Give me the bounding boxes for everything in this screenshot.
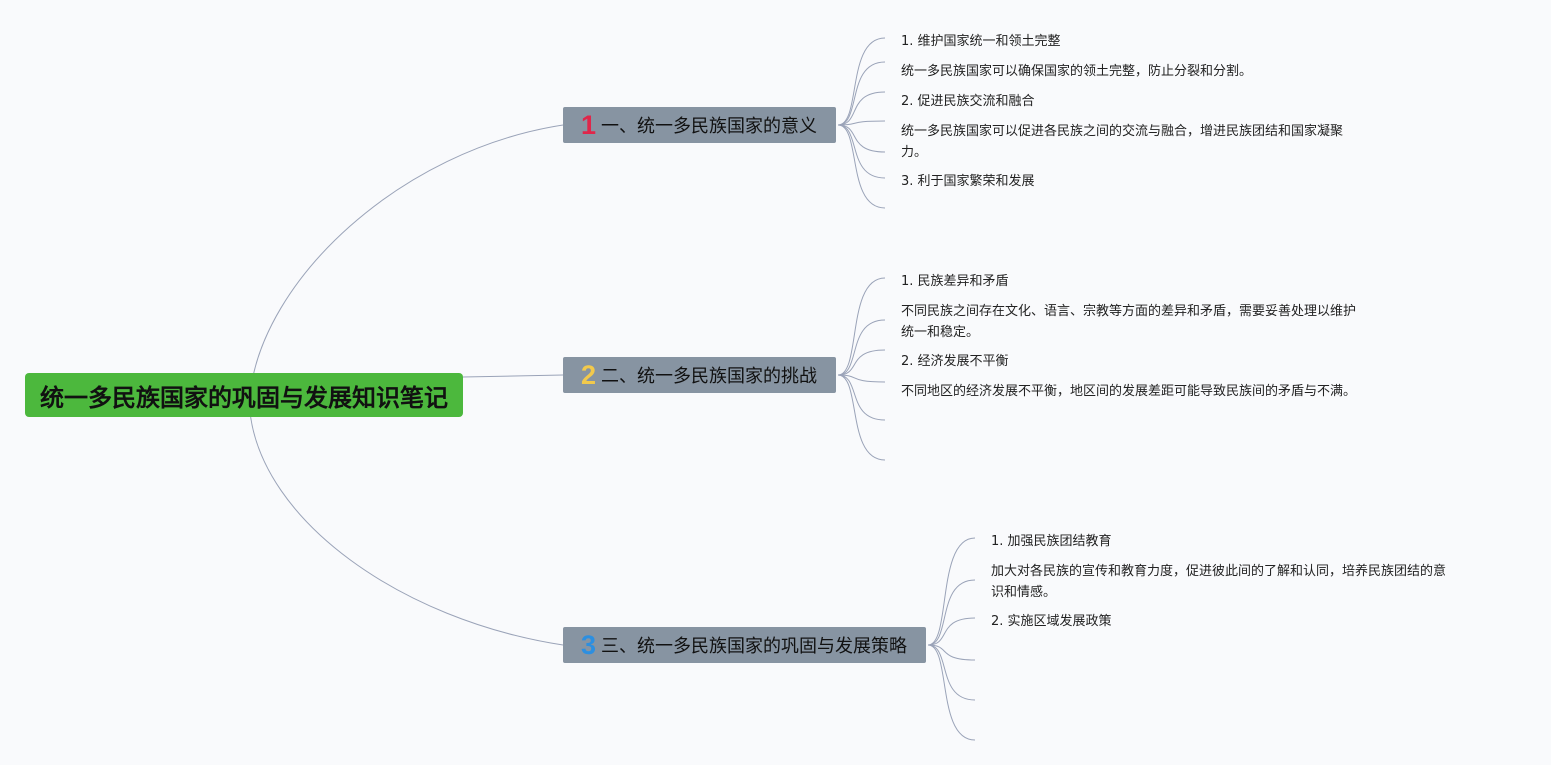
topic-label-2: 二、统一多民族国家的挑战 bbox=[601, 366, 818, 386]
topic-1-branch-line-2 bbox=[837, 91, 886, 126]
leaf-node[interactable]: 不同民族之间存在文化、语言、宗教等方面的差异和矛盾，需要妥善处理以维护 统一和稳… bbox=[901, 301, 1356, 343]
leaf-text: 3. 利于国家繁荣和发展 bbox=[901, 174, 1035, 189]
leaf-text: 统一多民族国家可以确保国家的领土完整，防止分裂和分割。 bbox=[901, 64, 1253, 79]
topic-2-branch-line-4 bbox=[837, 374, 886, 421]
root-to-topic-1-line bbox=[249, 124, 564, 396]
topic-label-3: 三、统一多民族国家的巩固与发展策略 bbox=[601, 636, 908, 656]
leaf-text: 2. 经济发展不平衡 bbox=[901, 354, 1009, 369]
leaf-node[interactable]: 2. 实施区域发展政策 bbox=[991, 611, 1112, 632]
leaf-node[interactable]: 2. 经济发展不平衡 bbox=[901, 351, 1009, 372]
topic-3-branch-line-4 bbox=[927, 644, 976, 701]
root-title: 统一多民族国家的巩固与发展知识笔记 bbox=[40, 384, 448, 412]
leaf-text: 不同民族之间存在文化、语言、宗教等方面的差异和矛盾，需要妥善处理以维护 bbox=[901, 304, 1357, 319]
leaf-node[interactable]: 1. 加强民族团结教育 bbox=[991, 531, 1112, 552]
topic-number-1: 1 bbox=[581, 109, 597, 140]
topic-2-branch-line-2 bbox=[837, 349, 886, 376]
root-to-topic-2-line bbox=[462, 374, 564, 378]
leaf-node[interactable]: 统一多民族国家可以促进各民族之间的交流与融合，增进民族团结和国家凝聚 力。 bbox=[901, 121, 1343, 163]
leaf-text: 不同地区的经济发展不平衡，地区间的发展差距可能导致民族间的矛盾与不满。 bbox=[901, 384, 1357, 399]
topic-2-branch-line-1 bbox=[837, 319, 886, 376]
leaf-text: 1. 维护国家统一和领土完整 bbox=[901, 34, 1061, 49]
topic-node-2[interactable]: 2 二、统一多民族国家的挑战 bbox=[563, 357, 836, 393]
topic-label-1: 一、统一多民族国家的意义 bbox=[601, 116, 818, 136]
topic-1-branch-line-0 bbox=[837, 37, 886, 126]
topic-2-branch-line-3 bbox=[837, 374, 886, 383]
leaf-node[interactable]: 3. 利于国家繁荣和发展 bbox=[901, 171, 1035, 192]
topic-number-3: 3 bbox=[581, 629, 597, 660]
topic-1-branch-line-1 bbox=[837, 61, 886, 126]
topic-node-3[interactable]: 3 三、统一多民族国家的巩固与发展策略 bbox=[563, 627, 926, 663]
topic-1-branch-line-6 bbox=[837, 124, 886, 209]
leaf-text: 加大对各民族的宣传和教育力度，促进彼此间的了解和认同，培养民族团结的意 bbox=[991, 564, 1447, 579]
leaf-text: 1. 加强民族团结教育 bbox=[991, 534, 1112, 549]
root-node[interactable]: 统一多民族国家的巩固与发展知识笔记 bbox=[25, 373, 463, 417]
topic-1-branch-line-3 bbox=[837, 120, 886, 126]
topic-2-branch-line-0 bbox=[837, 277, 886, 376]
leaf-text: 2. 促进民族交流和融合 bbox=[901, 94, 1035, 109]
topic-number-2: 2 bbox=[581, 359, 597, 390]
leaf-text: 2. 实施区域发展政策 bbox=[991, 614, 1112, 629]
leaf-text-continued: 力。 bbox=[901, 145, 928, 160]
leaf-node[interactable]: 不同地区的经济发展不平衡，地区间的发展差距可能导致民族间的矛盾与不满。 bbox=[901, 381, 1356, 402]
root-to-topic-3-line bbox=[249, 411, 564, 646]
topic-3-branch-line-1 bbox=[927, 579, 976, 646]
topic-node-1[interactable]: 1 一、统一多民族国家的意义 bbox=[563, 107, 836, 143]
topic-3-branch-line-0 bbox=[927, 537, 976, 646]
topic-3-branch-line-2 bbox=[927, 617, 976, 646]
leaf-node[interactable]: 1. 民族差异和矛盾 bbox=[901, 271, 1009, 292]
topic-1-branch-line-5 bbox=[837, 124, 886, 179]
leaf-node[interactable]: 2. 促进民族交流和融合 bbox=[901, 91, 1035, 112]
topic-2-branch-line-5 bbox=[837, 374, 886, 461]
leaf-node[interactable]: 1. 维护国家统一和领土完整 bbox=[901, 31, 1061, 52]
leaf-text-continued: 识和情感。 bbox=[991, 585, 1057, 600]
leaf-node[interactable]: 统一多民族国家可以确保国家的领土完整，防止分裂和分割。 bbox=[901, 61, 1252, 82]
topic-3-branch-line-5 bbox=[927, 644, 976, 741]
topic-1-branch-line-4 bbox=[837, 124, 886, 153]
leaf-text: 统一多民族国家可以促进各民族之间的交流与融合，增进民族团结和国家凝聚 bbox=[901, 124, 1344, 139]
topic-3-branch-line-3 bbox=[927, 644, 976, 661]
leaf-text: 1. 民族差异和矛盾 bbox=[901, 274, 1009, 289]
leaf-node[interactable]: 加大对各民族的宣传和教育力度，促进彼此间的了解和认同，培养民族团结的意 识和情感… bbox=[991, 561, 1446, 603]
leaf-text-continued: 统一和稳定。 bbox=[901, 325, 980, 340]
